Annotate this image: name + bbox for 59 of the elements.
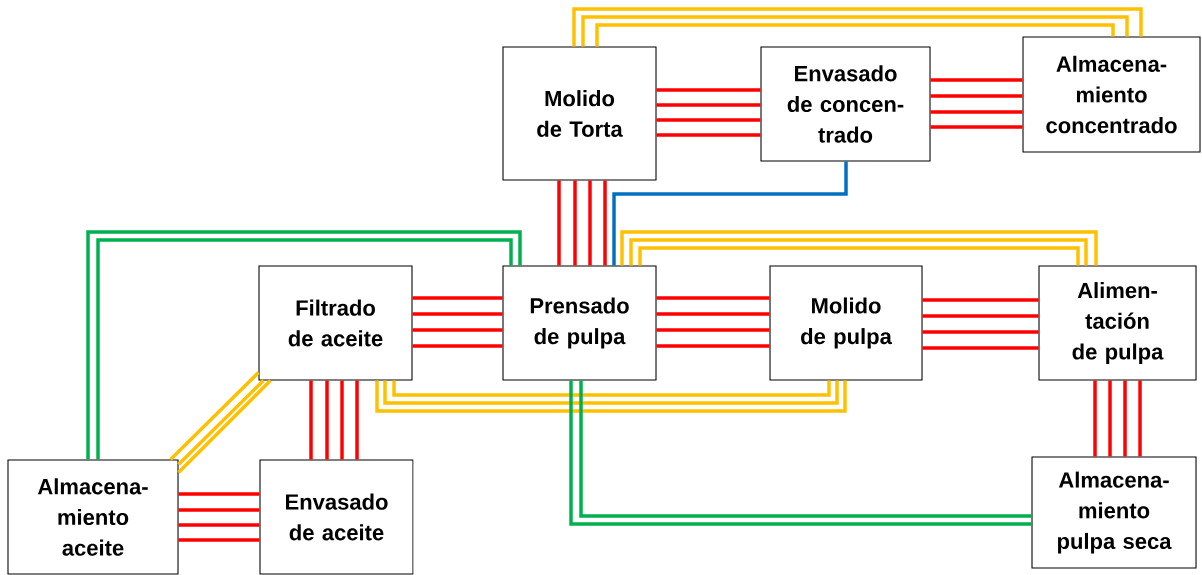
pipe-line: [930, 94, 1023, 98]
pipe-line: [656, 133, 761, 137]
pipe-line: [656, 312, 770, 316]
pipe-line: [177, 379, 272, 474]
pipe-line: [656, 103, 761, 107]
pipe-line: [922, 314, 1039, 318]
pipe-line: [340, 380, 344, 460]
process-box: Alimen- tación de pulpa: [1038, 265, 1197, 381]
process-box: Prensado de pulpa: [502, 265, 657, 381]
process-box: Filtrado de aceite: [258, 265, 413, 381]
process-box: Almacena- miento pulpa seca: [1031, 456, 1197, 569]
pipe-line: [656, 118, 761, 122]
pipe-line: [178, 538, 260, 542]
pipe-line: [375, 380, 847, 413]
pipe-line: [656, 88, 761, 92]
pipe-line: [930, 125, 1023, 129]
pipe-line: [595, 23, 1115, 47]
pipe-line: [392, 380, 831, 397]
pipe-line: [588, 180, 592, 266]
process-box: Envasado de aceite: [259, 459, 414, 575]
pipe-line: [581, 15, 1129, 47]
pipe-line: [612, 161, 848, 266]
pipe-line: [412, 328, 503, 332]
pipe-line: [412, 344, 503, 348]
pipe-line: [355, 380, 359, 460]
pipe-line: [1093, 380, 1097, 457]
pipe-line: [169, 371, 260, 461]
process-box: Almacena- miento concentrado: [1022, 36, 1201, 153]
pipe-line: [656, 296, 770, 300]
pipe-line: [922, 298, 1039, 302]
pipe-line: [629, 238, 1088, 266]
pipe-line: [178, 508, 260, 512]
pipe-line: [177, 379, 265, 466]
pipe-line: [620, 230, 1098, 266]
pipe-line: [383, 380, 839, 405]
pipe-line: [412, 296, 503, 300]
pipe-line: [1123, 380, 1127, 457]
pipe-line: [557, 180, 561, 266]
pipe-line: [922, 330, 1039, 334]
pipe-line: [325, 380, 329, 460]
pipe-line: [656, 344, 770, 348]
process-box: Molido de Torta: [502, 46, 657, 181]
pipe-line: [638, 246, 1080, 266]
pipe-line: [930, 78, 1023, 82]
process-box: Almacena- miento aceite: [7, 459, 179, 575]
pipe-line: [1108, 380, 1112, 457]
pipe-line: [603, 180, 607, 266]
pipe-line: [178, 492, 260, 496]
pipe-line: [573, 180, 577, 266]
pipe-line: [572, 7, 1143, 47]
pipe-line: [309, 380, 313, 460]
pipe-line: [412, 312, 503, 316]
pipe-line: [178, 523, 260, 527]
process-box: Envasado de concen- trado: [760, 46, 931, 162]
pipe-line: [922, 346, 1039, 350]
process-box: Molido de pulpa: [769, 265, 923, 381]
pipe-line: [656, 328, 770, 332]
pipe-line: [930, 110, 1023, 114]
pipe-line: [1138, 380, 1142, 457]
